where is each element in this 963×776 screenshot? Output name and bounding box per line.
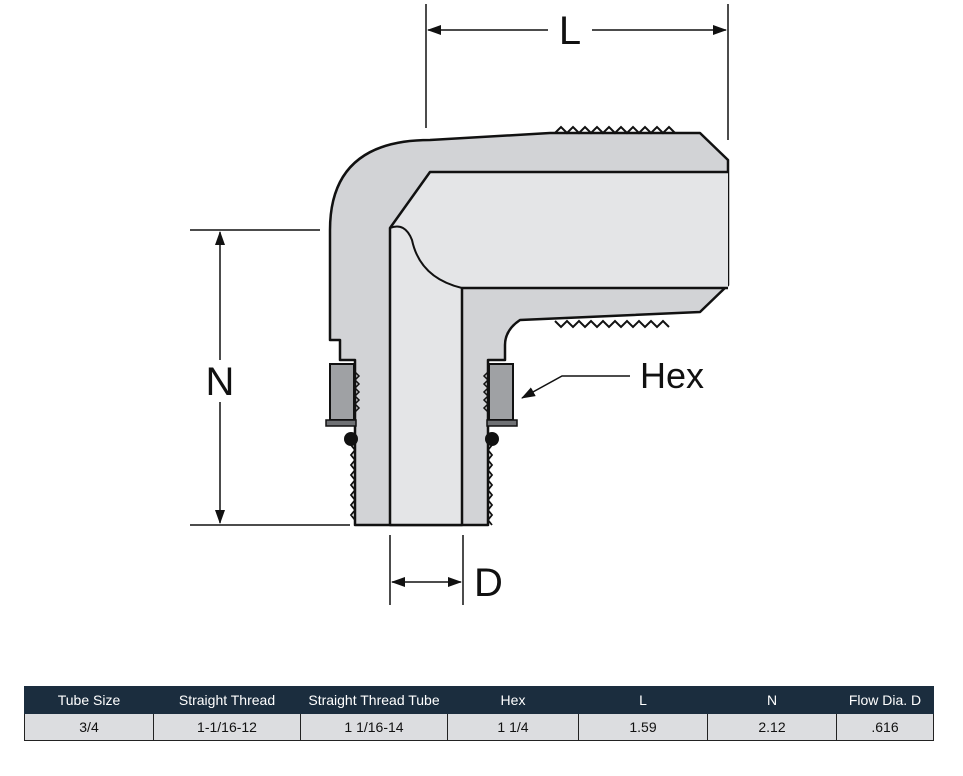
header-flow-dia: Flow Dia. D <box>836 686 934 714</box>
branch-thread-top <box>554 125 676 135</box>
hex-leader-line <box>521 375 630 399</box>
spec-table: Tube Size Straight Thread Straight Threa… <box>24 686 934 741</box>
internal-bore <box>388 170 728 527</box>
bore-intersection-curve <box>389 225 463 289</box>
cell-l: 1.59 <box>578 713 708 741</box>
o-ring-right <box>485 432 499 446</box>
nut-thread-left <box>353 371 361 413</box>
o-ring-left <box>344 432 358 446</box>
height-label: N <box>206 360 235 404</box>
cell-hex: 1 1/4 <box>447 713 579 741</box>
length-label: L <box>559 9 581 53</box>
cell-straight-thread-tube: 1 1/16-14 <box>300 713 448 741</box>
washer-right <box>486 419 518 427</box>
table-row: 3/4 1-1/16-12 1 1/16-14 1 1/4 1.59 2.12 … <box>24 713 934 741</box>
header-n: N <box>707 686 837 714</box>
nut-thread-right <box>482 371 490 413</box>
header-l: L <box>578 686 708 714</box>
hex-nut-right <box>488 363 514 421</box>
washer-left <box>325 419 357 427</box>
hex-nut-left <box>329 363 355 421</box>
header-straight-thread: Straight Thread <box>153 686 301 714</box>
port-thread-left <box>349 439 357 521</box>
port-thread-right <box>486 439 494 526</box>
elbow-fitting-diagram: L N D Hex <box>190 4 730 605</box>
hex-label: Hex <box>640 355 704 396</box>
header-straight-thread-tube: Straight Thread Tube <box>300 686 448 714</box>
flow-diameter-label: D <box>474 561 503 605</box>
table-header-row: Tube Size Straight Thread Straight Threa… <box>24 686 934 714</box>
cell-straight-thread: 1-1/16-12 <box>153 713 301 741</box>
header-hex: Hex <box>447 686 579 714</box>
cell-flow-dia: .616 <box>836 713 934 741</box>
header-tube-size: Tube Size <box>24 686 154 714</box>
branch-thread-bottom <box>554 319 670 329</box>
cell-tube-size: 3/4 <box>24 713 154 741</box>
cell-n: 2.12 <box>707 713 837 741</box>
